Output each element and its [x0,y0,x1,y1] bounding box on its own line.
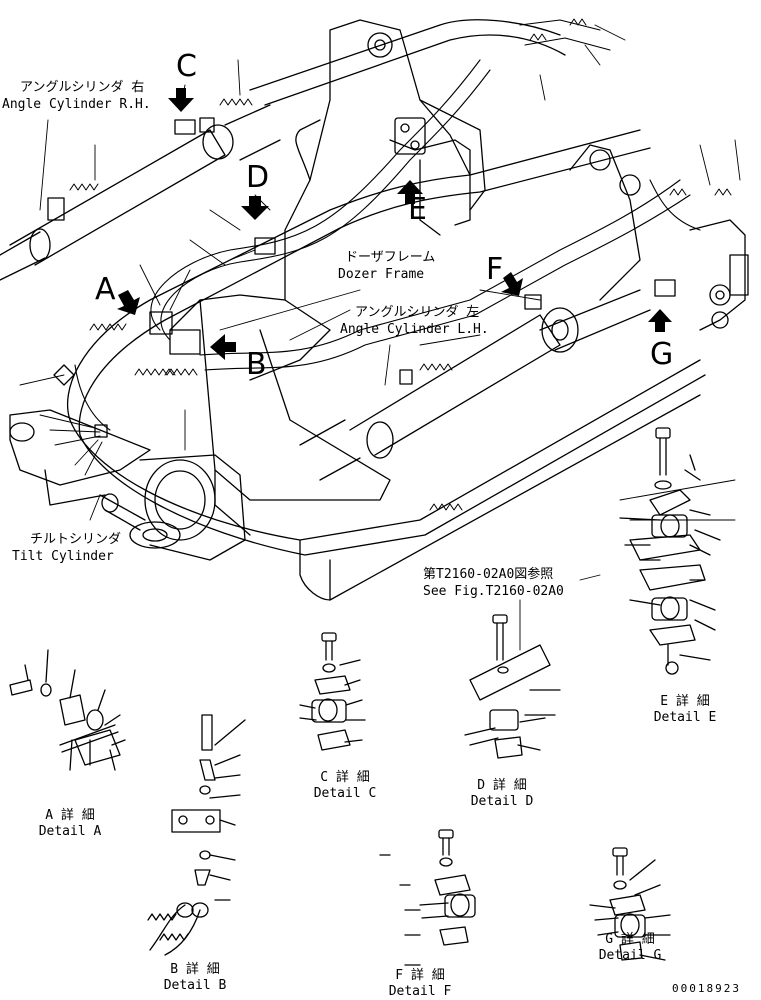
detail-e-drawing [619,427,721,675]
detail-e-caption-en: Detail E [653,710,717,725]
detail-letter-b: B [246,347,267,382]
detail-letter-d: D [246,160,270,195]
dozer-frame-label-en: Dozer Frame [338,267,425,282]
dozer-frame-outline [66,19,706,601]
clamp-blocks [47,117,676,438]
detail-b-caption-en: Detail B [163,978,227,993]
right-arm-bracket [569,144,749,331]
detail-a-caption-en: Detail A [38,824,102,839]
tilt-cylinder-label-en: Tilt Cylinder [12,549,114,564]
detail-f-caption-en: Detail F [388,984,452,999]
detail-letter-f: F [486,252,504,287]
detail-b-drawing [147,714,246,956]
detail-f-caption: F 詳 細 Detail F [380,968,460,1000]
detail-letter-e: E [408,192,427,227]
detail-c-drawing [299,632,366,751]
detail-letter-c: C [176,49,197,84]
detail-e-caption-jp: E 詳 細 [660,694,710,709]
detail-c-caption-jp: C 詳 細 [320,770,370,785]
detail-g-drawing [589,847,671,961]
detail-f-caption-jp: F 詳 細 [395,968,445,983]
detail-b-caption-jp: B 詳 細 [170,962,220,977]
detail-letter-a: A [95,272,116,307]
detail-b-caption: B 詳 細 Detail B [155,962,235,994]
leader-lines [19,24,741,651]
detail-arrows [117,88,672,360]
detail-d-caption-jp: D 詳 細 [477,778,527,793]
detail-d-drawing [464,614,561,759]
see-figure-label-jp: 第T2160-02A0図参照 [423,567,554,582]
detail-d-caption: D 詳 細 Detail D [462,778,542,810]
angle-cylinder-lh-label-jp: アングルシリンダ 左 [355,305,480,320]
angle-cylinder-rh-label-en: Angle Cylinder R.H. [2,97,151,112]
detail-g-caption: G 詳 細 Detail G [590,932,670,964]
angle-cylinder-rh-label-jp: アングルシリンダ 右 [20,80,145,95]
detail-g-caption-jp: G 詳 細 [605,932,655,947]
detail-f-drawing [379,829,476,966]
dozer-frame-label-jp: ドーザフレーム [345,250,436,265]
detail-a-caption: A 詳 細 Detail A [30,808,110,840]
hydraulic-hoses [74,19,701,431]
see-figure-label-en: See Fig.T2160-02A0 [423,584,564,599]
spring-guards [69,18,732,511]
tilt-pivot-assembly [9,409,246,561]
detail-a-drawing [9,649,126,771]
detail-d-caption-en: Detail D [470,794,534,809]
detail-letter-g: G [650,337,674,372]
drawing-number: 00018923 [672,982,741,995]
angle-cylinder-lh [299,289,651,481]
detail-a-caption-jp: A 詳 細 [45,808,95,823]
tilt-cylinder-label-jp: チルトシリンダ [30,532,122,547]
detail-e-caption: E 詳 細 Detail E [645,694,725,726]
angle-cylinder-rh [0,19,566,281]
detail-c-caption: C 詳 細 Detail C [305,770,385,802]
angle-cylinder-lh-label-en: Angle Cylinder L.H. [340,322,489,337]
detail-g-caption-en: Detail G [598,948,662,963]
detail-c-caption-en: Detail C [313,786,377,801]
